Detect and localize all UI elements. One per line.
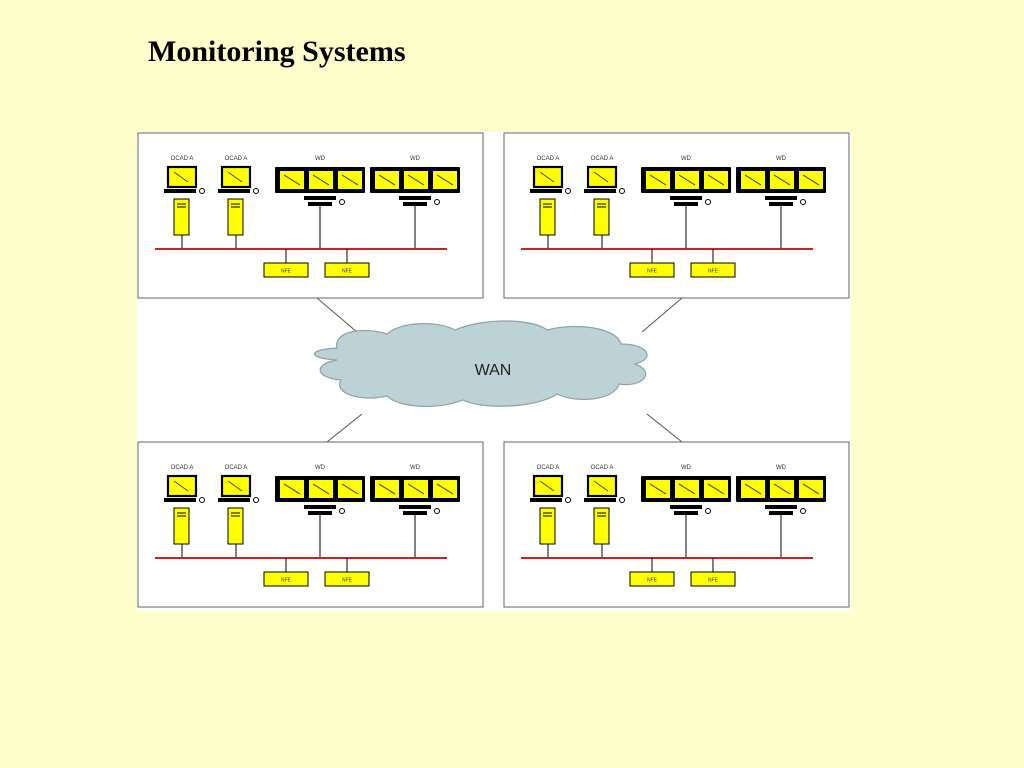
wall-display-label: WD (681, 465, 692, 471)
wall-display-label: WD (776, 465, 787, 471)
connector-top-left (316, 297, 358, 333)
desktop-computer-icon (164, 165, 205, 236)
server-box-icon (629, 262, 675, 278)
server-label: NFE (647, 578, 658, 584)
workstation: OCAD A (164, 465, 205, 558)
sites: OCAD A OCAD A WD WD NFE NFE OCAD A OCAD A WD WD NF… (137, 132, 850, 608)
desktop-computer-icon (584, 165, 625, 236)
workstation-label: OCAD A (537, 465, 560, 471)
workstation-label: OCAD A (225, 465, 248, 471)
server-box-icon (324, 571, 370, 587)
site-top-right: OCAD A OCAD A WD WD NFE NFE (503, 132, 850, 299)
desktop-computer-icon (530, 165, 571, 236)
video-wall-icon (641, 476, 731, 515)
wall-display-label: WD (315, 156, 326, 162)
server-label: NFE (708, 578, 719, 584)
workstation-label: OCAD A (591, 465, 614, 471)
server: NFE (263, 558, 309, 587)
workstation-label: OCAD A (171, 465, 194, 471)
wan-cloud: WAN (314, 320, 648, 407)
wall-display: WD (641, 465, 731, 558)
server-box-icon (690, 571, 736, 587)
wall-display: WD (275, 465, 365, 558)
video-wall-icon (370, 476, 460, 515)
wan-connectors (316, 297, 683, 443)
server-label: NFE (342, 269, 353, 275)
desktop-computer-icon (530, 474, 571, 545)
server-label: NFE (647, 269, 658, 275)
site-frame (503, 132, 850, 299)
wall-display: WD (370, 465, 460, 558)
server-label: NFE (342, 578, 353, 584)
cloud-icon (314, 320, 648, 407)
workstation: OCAD A (164, 156, 205, 249)
connector-bottom-right (646, 413, 683, 443)
video-wall-icon (275, 167, 365, 206)
wall-display-label: WD (681, 156, 692, 162)
workstation: OCAD A (584, 156, 625, 249)
workstation-label: OCAD A (591, 156, 614, 162)
video-wall-icon (736, 167, 826, 206)
server-label: NFE (281, 578, 292, 584)
server: NFE (629, 558, 675, 587)
wall-display-label: WD (315, 465, 326, 471)
wall-display: WD (641, 156, 731, 249)
video-wall-icon (275, 476, 365, 515)
wall-display-label: WD (410, 465, 421, 471)
connector-bottom-left (326, 413, 363, 443)
wall-display: WD (275, 156, 365, 249)
site-frame (137, 132, 484, 299)
site-frame (137, 441, 484, 608)
server: NFE (690, 249, 736, 278)
server-box-icon (629, 571, 675, 587)
workstation: OCAD A (530, 465, 571, 558)
video-wall-icon (641, 167, 731, 206)
server-box-icon (324, 262, 370, 278)
site-bottom-left: OCAD A OCAD A WD WD NFE NFE (137, 441, 484, 608)
site-top-left: OCAD A OCAD A WD WD NFE NFE (137, 132, 484, 299)
video-wall-icon (370, 167, 460, 206)
desktop-computer-icon (584, 474, 625, 545)
server: NFE (324, 249, 370, 278)
workstation: OCAD A (530, 156, 571, 249)
workstation: OCAD A (218, 156, 259, 249)
server-box-icon (690, 262, 736, 278)
wall-display: WD (370, 156, 460, 249)
server: NFE (263, 249, 309, 278)
workstation: OCAD A (584, 465, 625, 558)
server-label: NFE (708, 269, 719, 275)
network-diagram-canvas: WAN OCAD A OCAD A WD WD NFE NFE OCAD A OCAD A WD… (137, 132, 850, 608)
wan-label: WAN (475, 362, 512, 379)
wall-display: WD (736, 465, 826, 558)
network-diagram: WAN OCAD A OCAD A WD WD NFE NFE OCAD A OCAD A WD… (137, 132, 851, 611)
site-bottom-right: OCAD A OCAD A WD WD NFE NFE (503, 441, 850, 608)
server-box-icon (263, 571, 309, 587)
wall-display: WD (736, 156, 826, 249)
connector-top-right (641, 297, 683, 333)
server: NFE (629, 249, 675, 278)
desktop-computer-icon (218, 474, 259, 545)
workstation-label: OCAD A (537, 156, 560, 162)
workstation: OCAD A (218, 465, 259, 558)
site-frame (503, 441, 850, 608)
wall-display-label: WD (776, 156, 787, 162)
server-box-icon (263, 262, 309, 278)
desktop-computer-icon (218, 165, 259, 236)
wall-display-label: WD (410, 156, 421, 162)
workstation-label: OCAD A (171, 156, 194, 162)
server: NFE (324, 558, 370, 587)
page-title: Monitoring Systems (148, 35, 406, 68)
workstation-label: OCAD A (225, 156, 248, 162)
video-wall-icon (736, 476, 826, 515)
server: NFE (690, 558, 736, 587)
server-label: NFE (281, 269, 292, 275)
